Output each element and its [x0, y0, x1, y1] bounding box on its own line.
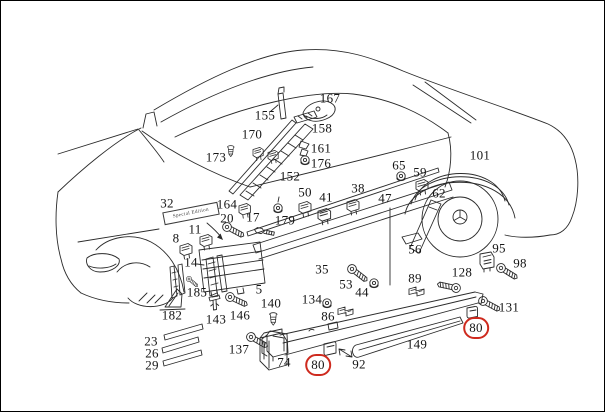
bumper-strip-23	[163, 323, 204, 341]
part-label-167: 167	[319, 90, 341, 106]
quarter-molding-62	[409, 199, 442, 254]
part-label-32: 32	[160, 195, 174, 211]
pillar-strip-185	[169, 263, 186, 299]
part-label-14: 14	[184, 254, 198, 270]
part-label-86: 86	[321, 308, 335, 324]
part-label-155: 155	[254, 107, 276, 123]
part-label-26: 26	[145, 345, 159, 361]
part-label-161: 161	[310, 140, 332, 156]
car-outline	[55, 49, 579, 308]
plate-158	[293, 110, 318, 124]
part-label-41: 41	[319, 189, 333, 205]
part-label-59: 59	[413, 164, 427, 180]
wheel-arch-molding	[410, 173, 510, 206]
pillar-rod-155	[277, 92, 287, 120]
part-label-80-highlighted: 80	[463, 317, 489, 339]
part-label-20: 20	[220, 210, 234, 226]
part-label-173: 173	[205, 149, 227, 165]
part-label-23: 23	[144, 333, 158, 349]
part-label-65: 65	[392, 157, 406, 173]
part-label-50: 50	[298, 184, 312, 200]
mercedes-star-icon	[452, 209, 468, 225]
part-label-131: 131	[498, 299, 520, 315]
roof-trim-parts	[227, 86, 336, 166]
part-label-128: 128	[451, 264, 473, 280]
part-label-92: 92	[352, 356, 366, 372]
part-label-134: 134	[301, 291, 323, 307]
part-label-185: 185	[186, 284, 208, 300]
clip-icon	[479, 251, 495, 270]
door-molding-parts	[179, 167, 454, 298]
part-label-146: 146	[229, 307, 251, 323]
part-label-95: 95	[492, 240, 506, 256]
part-label-152: 152	[279, 168, 301, 184]
rear-fastener-parts	[436, 251, 520, 315]
part-label-44: 44	[355, 284, 369, 300]
part-label-53: 53	[339, 276, 353, 292]
part-label-29: 29	[145, 357, 159, 373]
part-label-11: 11	[188, 221, 202, 237]
sill-strip-149	[352, 316, 464, 358]
part-label-5: 5	[255, 281, 263, 297]
part-label-56: 56	[408, 241, 422, 257]
part-label-101: 101	[469, 147, 491, 163]
rear-wheel	[421, 180, 499, 258]
part-label-38: 38	[351, 180, 365, 196]
center-fastener-parts	[208, 262, 425, 362]
part-label-62: 62	[432, 185, 446, 201]
part-label-98: 98	[513, 255, 527, 271]
part-label-80-highlighted: 80	[305, 354, 331, 376]
part-label-170: 170	[241, 126, 263, 142]
part-label-182: 182	[161, 307, 183, 323]
bumper-strip-26	[161, 336, 200, 354]
bumper-strip-29	[162, 349, 203, 367]
part-label-47: 47	[378, 190, 392, 206]
pillar-lower-trim-14	[205, 254, 228, 297]
part-label-35: 35	[315, 261, 329, 277]
part-label-176: 176	[310, 155, 332, 171]
part-label-179: 179	[274, 212, 296, 228]
part-label-158: 158	[311, 120, 333, 136]
front-lower-parts	[159, 263, 204, 367]
part-label-143: 143	[205, 311, 227, 327]
part-label-8: 8	[172, 230, 180, 246]
part-label-164: 164	[216, 196, 238, 212]
insert-arrow-92	[338, 348, 353, 358]
bracket-56	[401, 232, 423, 245]
ribbed-molding-5	[198, 241, 266, 293]
part-label-140: 140	[260, 295, 282, 311]
part-label-137: 137	[228, 341, 250, 357]
part-label-89: 89	[408, 270, 422, 286]
pillar-trim-strips	[228, 119, 314, 201]
quarter-trim-parts	[396, 171, 442, 254]
part-label-17: 17	[246, 209, 260, 225]
part-label-74: 74	[277, 354, 291, 370]
roof-plate-167	[302, 100, 336, 122]
part-label-149: 149	[406, 336, 428, 352]
